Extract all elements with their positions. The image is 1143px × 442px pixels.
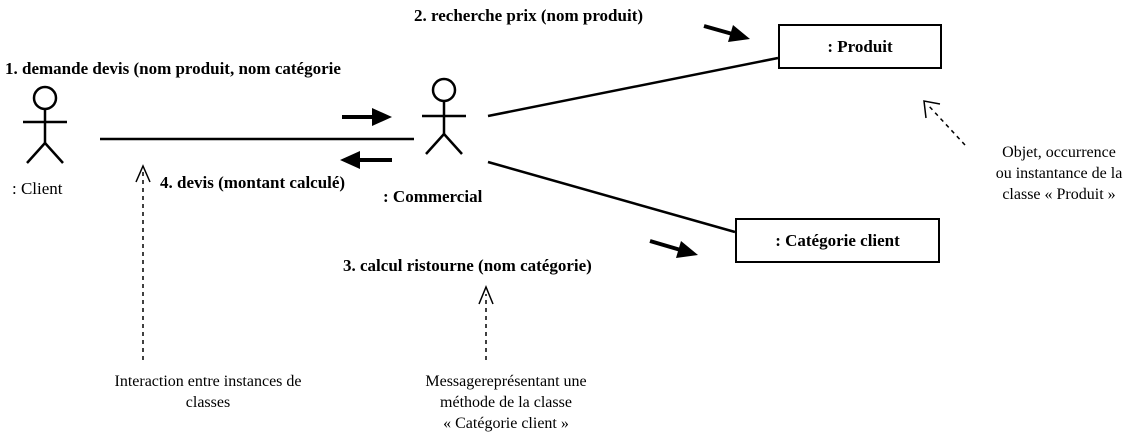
annotation-message-line-3: « Catégorie client » <box>443 415 569 432</box>
annotation-interaction: Interaction entre instances de classes <box>76 371 340 413</box>
annotation-interaction-line-2: classes <box>185 394 231 411</box>
message-3-label: 3. calcul ristourne (nom catégorie) <box>343 256 592 275</box>
object-categorie-label: : Catégorie client <box>775 230 900 250</box>
message-4-label: 4. devis (montant calculé) <box>160 173 346 192</box>
object-produit: : Produit <box>778 24 942 69</box>
annotation-message-line-2: méthode de la classe <box>440 394 572 411</box>
annotation-arrow-message <box>478 285 494 360</box>
message-arrow-3 <box>649 239 698 258</box>
object-categorie-client: : Catégorie client <box>735 218 940 263</box>
object-produit-label: : Produit <box>827 36 893 56</box>
message-arrow-2 <box>703 24 750 42</box>
annotation-objet: Objet, occurrence ou instantance de la c… <box>964 142 1143 205</box>
annotation-arrow-objet <box>923 100 966 146</box>
annotation-objet-line-2: ou instantance de la <box>995 165 1123 182</box>
message-1-label: 1. demande devis (nom produit, nom catég… <box>5 59 341 78</box>
commercial-actor-icon <box>422 77 466 155</box>
message-arrow-4 <box>340 151 392 169</box>
link-commercial-produit <box>487 56 779 118</box>
link-commercial-categorie <box>487 160 736 234</box>
annotation-message-line-1: Messagereprésentant une <box>425 373 587 390</box>
annotation-objet-line-3: classe « Produit » <box>1002 186 1116 203</box>
annotation-interaction-line-1: Interaction entre instances de <box>114 373 302 390</box>
actor-commercial-label: : Commercial <box>383 187 483 206</box>
actor-client-label: : Client <box>12 179 63 198</box>
annotation-objet-line-1: Objet, occurrence <box>1002 144 1116 161</box>
message-2-label: 2. recherche prix (nom produit) <box>414 6 644 25</box>
annotation-arrow-interaction <box>135 164 151 360</box>
message-arrow-1 <box>342 108 392 126</box>
annotation-message: Messagereprésentant une méthode de la cl… <box>386 371 626 434</box>
client-actor-icon <box>23 85 67 164</box>
